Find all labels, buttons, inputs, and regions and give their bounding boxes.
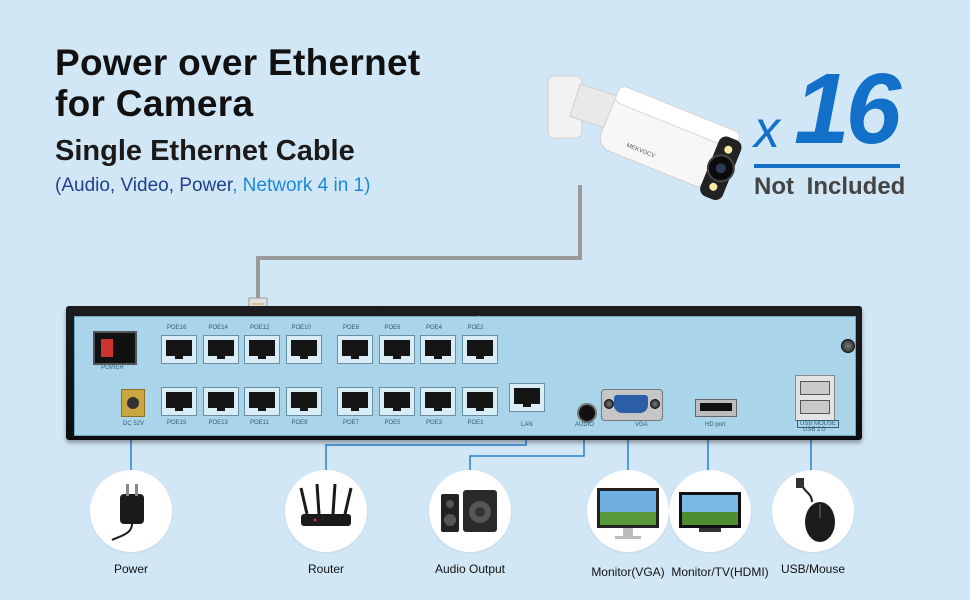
badge-underline xyxy=(754,164,900,168)
device-monitor-tv-hdmi xyxy=(669,470,751,552)
audio-jack[interactable] xyxy=(577,403,597,423)
hdmi-port-label: HD port xyxy=(705,422,726,428)
poe-port-label: POE12 xyxy=(250,325,270,331)
router-icon xyxy=(299,483,353,526)
poe-port[interactable] xyxy=(161,387,197,416)
device-usb-mouse xyxy=(772,470,854,552)
lan-port-label: LAN xyxy=(521,422,533,428)
device-router xyxy=(285,470,367,552)
poe-port[interactable] xyxy=(461,387,498,416)
poe-port[interactable] xyxy=(285,387,322,416)
device-label-monitor-vga: Monitor(VGA) xyxy=(591,565,665,579)
poe-port[interactable] xyxy=(461,335,498,364)
audio-jack-label: AUDIO xyxy=(575,422,595,428)
poe-port[interactable] xyxy=(161,335,197,364)
poe-port-label: POE11 xyxy=(250,420,269,426)
poe-port-label: POE16 xyxy=(167,325,187,331)
power-switch-label: POWER xyxy=(101,365,124,371)
feature-description: (Audio, Video, Power, Network 4 in 1) xyxy=(55,175,370,197)
poe-port[interactable] xyxy=(378,387,415,416)
vga-port[interactable] xyxy=(601,389,663,421)
dc-jack-label: DC 52V xyxy=(123,421,145,427)
poe-port-label: POE4 xyxy=(426,325,443,331)
vga-port-label: VGA xyxy=(635,422,648,428)
poe-port[interactable] xyxy=(244,335,280,364)
hdmi-port[interactable] xyxy=(695,399,737,417)
description-part-2: , Network 4 in 1) xyxy=(232,175,371,196)
camera-count-badge: x 16 xyxy=(752,53,902,168)
poe-port-label: POE14 xyxy=(208,325,228,331)
headline-line-2: for Camera xyxy=(55,83,254,124)
poe-port-label: POE5 xyxy=(384,420,401,426)
device-label-usb-mouse: USB/Mouse xyxy=(780,562,846,576)
camera-count: 16 xyxy=(794,53,901,165)
headline: Power over Ethernet for Camera xyxy=(55,42,421,124)
poe-port-label: POE9 xyxy=(291,420,308,426)
monitor-icon xyxy=(597,488,659,539)
poe-port[interactable] xyxy=(337,335,373,364)
device-label-router: Router xyxy=(307,562,345,576)
not-included-note: Not Included xyxy=(754,173,906,200)
dc-jack[interactable] xyxy=(121,389,145,417)
mouse-icon xyxy=(796,478,835,542)
multiplier-sign: x xyxy=(754,101,780,159)
usb-ports[interactable] xyxy=(795,375,835,421)
poe-port-label: POE7 xyxy=(343,420,360,426)
poe-port-label: POE2 xyxy=(467,325,484,331)
poe-port-label: POE6 xyxy=(384,325,401,331)
poe-port-label: POE8 xyxy=(343,325,360,331)
device-label-audio-output: Audio Output xyxy=(434,562,506,576)
ground-screw-icon xyxy=(841,339,855,353)
power-switch[interactable] xyxy=(93,331,137,365)
headline-line-1: Power over Ethernet xyxy=(55,42,421,83)
poe-port-label: POE13 xyxy=(208,420,228,426)
poe-port[interactable] xyxy=(420,335,456,364)
ethernet-cable xyxy=(256,185,582,300)
subtitle: Single Ethernet Cable xyxy=(55,135,355,167)
tv-icon xyxy=(679,492,741,532)
device-audio-output xyxy=(429,470,511,552)
device-power xyxy=(90,470,172,552)
poe-port[interactable] xyxy=(202,335,239,364)
poe-port-label: POE10 xyxy=(291,325,311,331)
usb-port-sublabel: USB 2.0 xyxy=(803,427,826,433)
bullet-camera-icon: MEKVOCV xyxy=(547,75,742,201)
power-adapter-icon xyxy=(111,484,144,541)
poe-port-label: POE1 xyxy=(467,420,484,426)
device-label-monitor-tv-hdmi: Monitor/TV(HDMI) xyxy=(671,565,769,579)
poe-port[interactable] xyxy=(337,387,373,416)
description-part-1: (Audio, Video, Power xyxy=(55,175,233,196)
poe-port[interactable] xyxy=(285,335,322,364)
poe-port[interactable] xyxy=(244,387,280,416)
poe-port-label: POE15 xyxy=(167,420,187,426)
lan-port[interactable] xyxy=(509,383,545,412)
poe-port[interactable] xyxy=(420,387,456,416)
usb-port-label: USB MOUSE xyxy=(797,420,840,428)
poe-port[interactable] xyxy=(202,387,239,416)
poe-port[interactable] xyxy=(378,335,415,364)
poe-port-label: POE3 xyxy=(426,420,443,426)
device-monitor-vga xyxy=(587,470,669,552)
device-label-power: Power xyxy=(113,562,148,576)
speaker-icon xyxy=(441,490,497,532)
